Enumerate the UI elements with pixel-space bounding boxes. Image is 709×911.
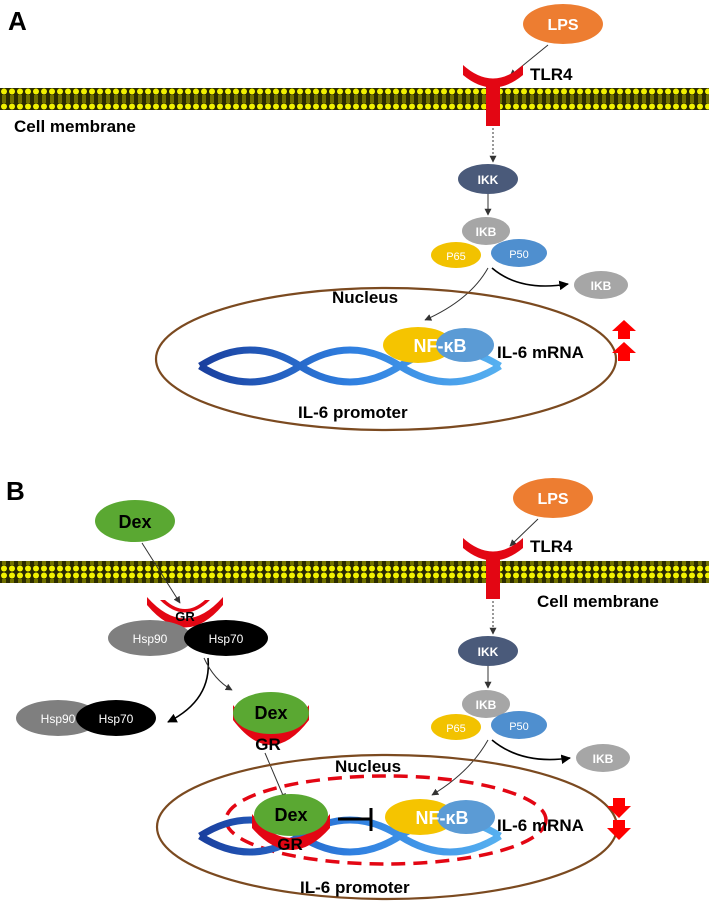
- ikk-node-b: [458, 636, 518, 666]
- lps-node-b: [513, 478, 593, 518]
- ikk-node-a: [458, 164, 518, 194]
- gr-receptor-cup: [147, 597, 223, 628]
- p50-node-b: [491, 711, 547, 739]
- up-arrow-icon-1: [612, 320, 636, 339]
- ikb-label-b: IKB: [476, 698, 497, 712]
- ikb-release-arrow-b: [491, 739, 571, 764]
- mrna-label-a: IL-6 mRNA: [497, 343, 584, 362]
- hsp70-released-label: Hsp70: [99, 712, 134, 726]
- panel-a-label: A: [8, 6, 27, 36]
- ikb-released-label-b: IKB: [593, 752, 614, 766]
- p50-label-a: P50: [509, 249, 529, 261]
- dex-nuclear-node: [254, 794, 328, 836]
- dex-complex-node: [233, 692, 309, 734]
- hsp90-released-node: [16, 700, 100, 736]
- ikb-released-node-b: [576, 744, 630, 772]
- lps-node-a: [523, 4, 603, 44]
- cell-membrane-b: [0, 561, 709, 583]
- ikk-label-b: IKK: [478, 645, 499, 659]
- nfkb-right-b: [437, 800, 495, 834]
- nfkb-label-a: NF-κB: [413, 336, 466, 356]
- hsp-release-arrow: [167, 657, 210, 723]
- down-arrow-icon-2: [607, 820, 631, 840]
- panel-b-label: B: [6, 476, 25, 506]
- gr-nuclear-label: GR: [277, 835, 303, 854]
- nfkb-translocation-arrow-a: [424, 267, 489, 321]
- tlr4-label-b: TLR4: [530, 537, 573, 556]
- ikb-released-node-a: [574, 271, 628, 299]
- p65-node-b: [431, 714, 481, 740]
- tlr4-stem-a: [486, 80, 500, 126]
- p50-label-b: P50: [509, 721, 529, 733]
- gr-nuclear-cup: [252, 814, 330, 850]
- dex-to-gr-arrow: [141, 542, 181, 604]
- nucleus-label-a: Nucleus: [332, 288, 398, 307]
- ikb-node-a: [462, 217, 510, 245]
- tlr4-label-a: TLR4: [530, 65, 573, 84]
- dex-complex-label: Dex: [254, 703, 287, 723]
- cell-membrane-label-a: Cell membrane: [14, 117, 136, 136]
- lps-label-b: LPS: [537, 491, 568, 508]
- gr-complex-cup: [233, 705, 309, 745]
- cell-membrane-label-b: Cell membrane: [537, 592, 659, 611]
- lps-to-tlr4-arrow-b: [509, 518, 539, 547]
- dex-gr-activation-arrow: [203, 657, 233, 691]
- tlr4-receptor-b: [463, 538, 523, 561]
- gr-complex-label: GR: [255, 735, 281, 754]
- hsp90-released-label: Hsp90: [41, 712, 76, 726]
- nfkb-right-a: [436, 328, 494, 362]
- ikb-node-b: [462, 690, 510, 718]
- promoter-label-a: IL-6 promoter: [298, 403, 408, 422]
- hsp70-node: [184, 620, 268, 656]
- ikb-released-label-a: IKB: [591, 279, 612, 293]
- cell-membrane-a: [0, 88, 709, 110]
- panel-a: A Cell membrane LPS TLR4 IKK IKB P65 P50…: [0, 4, 709, 432]
- gr-nfkb-interaction-zone: [224, 774, 548, 866]
- dex-gr-translocation-arrow: [264, 752, 286, 801]
- nucleus-a: [154, 286, 618, 432]
- tlr4-stem-b: [486, 553, 500, 599]
- nfkb-label-b: NF-κB: [415, 808, 468, 828]
- nucleus-label-b: Nucleus: [335, 757, 401, 776]
- hsp90-label: Hsp90: [133, 632, 168, 646]
- lps-label-a: LPS: [547, 17, 578, 34]
- promoter-label-b: IL-6 promoter: [300, 878, 410, 897]
- nfkb-translocation-arrow-b: [431, 739, 489, 796]
- p65-label-b: P65: [446, 723, 466, 735]
- ikb-label-a: IKB: [476, 225, 497, 239]
- p50-node-a: [491, 239, 547, 267]
- p65-label-a: P65: [446, 251, 466, 263]
- nfkb-left-a: [383, 327, 453, 363]
- tlr4-receptor-a: [463, 65, 523, 88]
- dex-node-outer: [95, 500, 175, 542]
- gr-label-cup: GR: [175, 609, 195, 624]
- up-arrow-icon-2: [612, 342, 636, 361]
- mrna-label-b: IL-6 mRNA: [497, 816, 584, 835]
- ikk-label-a: IKK: [478, 173, 499, 187]
- ikb-release-arrow-a: [491, 267, 569, 291]
- p65-node-a: [431, 242, 481, 268]
- down-arrow-icon-1: [607, 798, 631, 818]
- panel-b: B Cell membrane Dex GR Hsp90 Hsp70 Hsp90…: [0, 476, 709, 901]
- hsp90-node: [108, 620, 192, 656]
- nfkb-left-b: [385, 799, 455, 835]
- hsp70-label: Hsp70: [209, 632, 244, 646]
- hsp70-released-node: [76, 700, 156, 736]
- dex-label-outer: Dex: [118, 512, 151, 532]
- dex-nuclear-label: Dex: [274, 805, 307, 825]
